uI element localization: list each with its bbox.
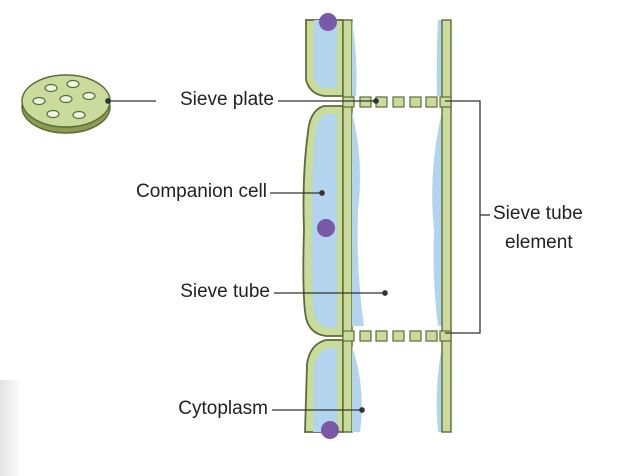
label-companion-cell: Companion cell — [136, 181, 267, 202]
label-sieve-tube-element-line2: element — [505, 232, 573, 253]
sieve-plate-lower — [342, 330, 452, 342]
sieve-plate-upper — [342, 96, 452, 108]
sieve-plate-disc-icon — [21, 74, 111, 134]
sieve-tube-right-wall — [432, 19, 452, 433]
label-sieve-tube-element-line1: Sieve tube — [493, 203, 583, 224]
sieve-tube-element-bracket — [445, 100, 481, 334]
leader-lines — [105, 98, 490, 413]
label-sieve-plate: Sieve plate — [179, 89, 274, 110]
left-edge-shadow — [0, 380, 22, 476]
companion-cell-lower — [304, 339, 344, 439]
companion-cell-middle — [302, 105, 344, 337]
sieve-tube-left-wall — [342, 19, 364, 433]
label-sieve-tube: Sieve tube — [180, 281, 270, 302]
label-cytoplasm: Cytoplasm — [178, 398, 268, 419]
companion-cell-upper — [305, 13, 344, 97]
